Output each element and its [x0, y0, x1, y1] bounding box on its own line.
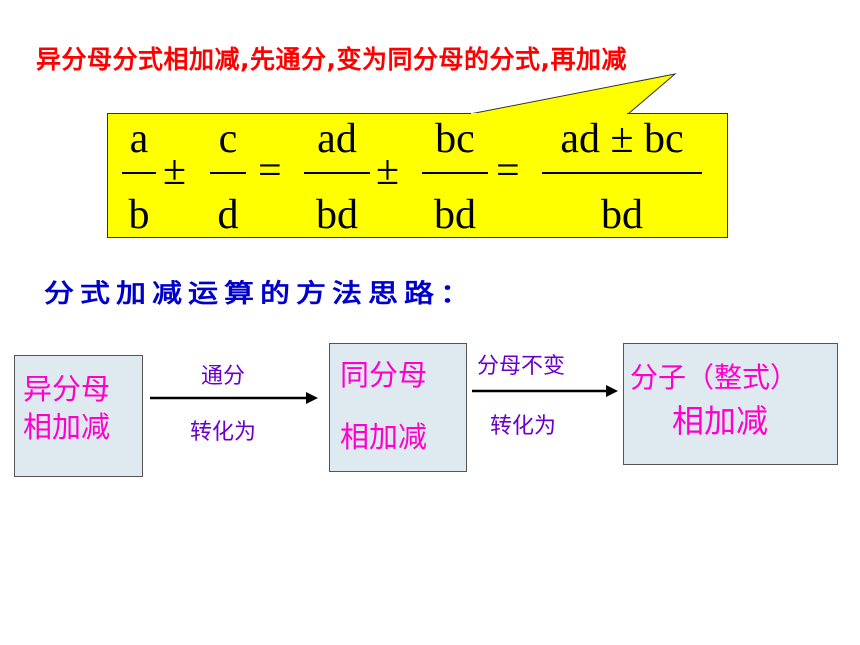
formula: a b ± c d = ad bd ± bc bd = ad ± bc bd — [0, 0, 860, 260]
frac1-bar — [122, 172, 156, 174]
frac3-numerator: ad — [317, 116, 357, 162]
arrow-label-bottom: 转化为 — [490, 414, 557, 439]
frac2-numerator: c — [218, 116, 238, 162]
equals-operator: = — [496, 148, 520, 194]
equals-operator: = — [258, 148, 282, 194]
box-line: 异分母 — [23, 372, 111, 406]
frac4-denominator: bd — [434, 192, 476, 238]
slide-title: 异分母分式相加减,先通分,变为同分母的分式,再加减 — [36, 45, 627, 74]
box-line: 同分母 — [340, 358, 428, 392]
box-line: 分子（整式） — [630, 361, 799, 394]
arrow-label-top: 分母不变 — [477, 354, 566, 379]
callout-joint — [471, 113, 627, 116]
right-arrow-icon — [472, 385, 618, 397]
frac5-bar — [542, 172, 702, 174]
flow-box-like-denominators: 同分母 相加减 — [329, 343, 467, 472]
arrow-label-top: 通分 — [201, 364, 246, 389]
frac2-bar — [210, 172, 246, 174]
box-line: 相加减 — [672, 402, 769, 440]
frac5-numerator: ad ± bc — [560, 116, 684, 162]
frac5-denominator: bd — [601, 192, 643, 238]
frac4-bar — [422, 172, 488, 174]
box-line: 相加减 — [23, 410, 111, 444]
frac1-denominator: b — [128, 192, 150, 238]
frac3-bar — [304, 172, 370, 174]
flow-box-numerator-add-subtract: 分子（整式） 相加减 — [623, 343, 838, 465]
formula-box — [107, 113, 728, 238]
frac3-denominator: bd — [316, 192, 358, 238]
plus-minus-operator: ± — [376, 148, 400, 194]
method-heading: 分式加减运算的方法思路： — [44, 278, 476, 309]
frac1-numerator: a — [129, 116, 149, 162]
flow-box-unlike-denominators: 异分母 相加减 — [14, 355, 143, 477]
frac4-numerator: bc — [435, 116, 475, 162]
frac2-denominator: d — [217, 192, 239, 238]
box-line: 相加减 — [340, 420, 428, 454]
arrow-label-bottom: 转化为 — [190, 420, 257, 445]
right-arrow-icon — [150, 392, 318, 404]
plus-minus-operator: ± — [163, 148, 187, 194]
